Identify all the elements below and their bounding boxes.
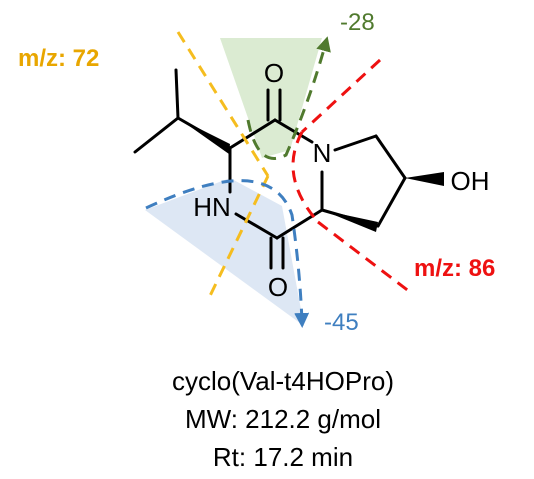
molecule-mw: MW: 212.2 g/mol: [185, 404, 381, 434]
loss45-fragment-region: [145, 178, 304, 326]
cleavage-line-mz72-lower: [206, 175, 270, 301]
wedge-bond-pro: [322, 210, 378, 232]
cleavage-line-mz72: [176, 31, 270, 177]
molecule-name: cyclo(Val-t4HOPro): [172, 366, 394, 396]
label-mz72: m/z: 72: [18, 45, 99, 72]
label-loss28: -28: [340, 9, 375, 36]
loss28-fragment-region: [220, 38, 322, 158]
wedge-bond-val: [178, 118, 230, 154]
label-mz86: m/z: 86: [414, 255, 495, 282]
atom-oh: OH: [451, 166, 490, 196]
atom-n-ring: N: [313, 138, 332, 168]
loss45-arrow: [145, 179, 310, 328]
label-loss45: -45: [324, 309, 359, 336]
loss28-arrow: [246, 36, 331, 160]
wedge-bond-oh: [405, 172, 444, 186]
cleavage-line-mz86-curve: [291, 131, 320, 223]
atom-o-top: O: [264, 58, 284, 88]
atom-hn: HN: [193, 192, 231, 222]
cleavage-line-mz86-upper: [300, 58, 382, 134]
cleavage-line-mz86-lower: [317, 220, 411, 294]
molecule-rt: Rt: 17.2 min: [213, 442, 353, 472]
atom-o-bottom: O: [268, 272, 288, 302]
